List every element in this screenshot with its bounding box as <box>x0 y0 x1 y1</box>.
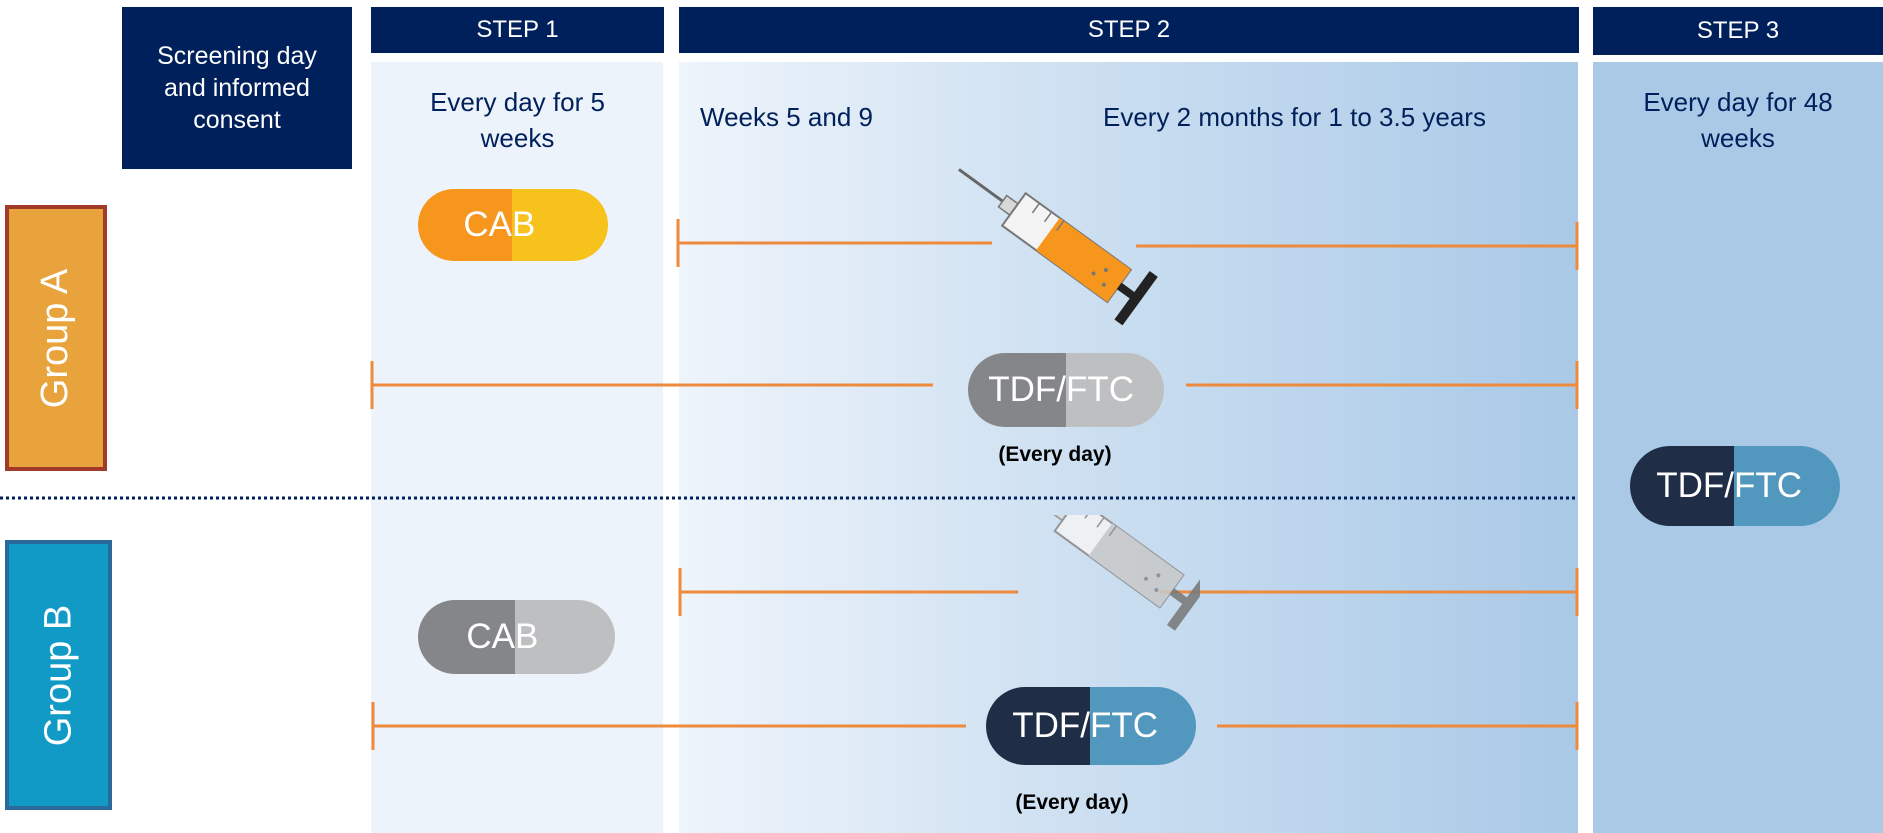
group-b-tdf-pill-right: FTC <box>1090 687 1196 765</box>
group-b-cab-pill-left: CA <box>418 600 515 674</box>
group-b-tdf-pill: TDF/ FTC <box>986 687 1196 765</box>
step3-tdf-pill: TDF/ FTC <box>1630 446 1840 526</box>
step1-schedule: Every day for 5 weeks <box>430 87 605 153</box>
group-b-tdf-note: (Every day) <box>1015 791 1129 814</box>
group-a-cab-pill-right: B <box>512 189 608 261</box>
group-a-cab-pill: CA B <box>418 189 608 261</box>
step1-header: STEP 1 <box>371 7 664 53</box>
step1-header-label: STEP 1 <box>476 16 559 43</box>
group-a-tdf-pill-left: TDF/ <box>968 353 1066 427</box>
syringe-icon-orange <box>958 168 1158 326</box>
group-a-box: Group A <box>5 205 107 471</box>
step3-tdf-pill-right: FTC <box>1734 446 1840 526</box>
group-a-tdf-pill: TDF/ FTC <box>968 353 1164 427</box>
group-b-tdf-pill-left: TDF/ <box>986 687 1090 765</box>
step2-schedule-months: Every 2 months for 1 to 3.5 years <box>1103 102 1486 132</box>
group-a-tdf-note: (Every day) <box>998 443 1112 466</box>
group-b-cab-pill: CA B <box>418 600 615 674</box>
group-b-cab-pill-right: B <box>515 600 615 674</box>
step3-header: STEP 3 <box>1593 7 1883 55</box>
screening-label: Screening day and informed consent <box>157 42 317 134</box>
screening-box: Screening day and informed consent <box>122 7 352 169</box>
group-a-cab-pill-left: CA <box>418 189 512 261</box>
group-a-tdf-pill-right: FTC <box>1066 353 1164 427</box>
step3-schedule: Every day for 48 weeks <box>1643 87 1833 153</box>
step2-header: STEP 2 <box>679 7 1579 53</box>
group-b-box: Group B <box>5 540 112 810</box>
step2-schedule-weeks: Weeks 5 and 9 <box>700 102 873 132</box>
step3-header-label: STEP 3 <box>1696 17 1780 44</box>
syringe-icon-gray <box>1049 515 1200 631</box>
step2-header-label: STEP 2 <box>1087 16 1171 43</box>
step3-tdf-pill-left: TDF/ <box>1630 446 1734 526</box>
